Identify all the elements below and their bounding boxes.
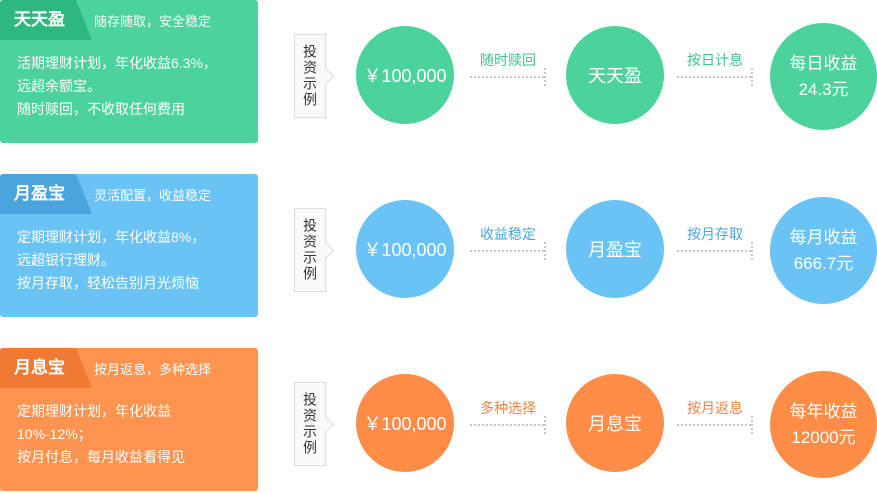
product-description: 定期理财计划，年化收益8%， 远超银行理财。 按月存取，轻松告别月光烦恼	[17, 226, 249, 295]
description-line: 10%-12%；	[17, 426, 92, 442]
product-circle-label: 月盈宝	[588, 240, 642, 260]
flow-step-2: 按月存取	[675, 224, 755, 264]
amount-circle: ￥100,000	[356, 200, 454, 298]
product-row-tiantianying: 天天盈 随存随取，安全稳定 活期理财计划，年化收益6.3%， 远超余额宝。 随时…	[0, 0, 877, 145]
description-line: 定期理财计划，年化收益	[17, 403, 171, 419]
description-line: 随时赎回，不收取任何费用	[17, 101, 185, 117]
dotted-connector-end	[751, 68, 753, 86]
product-name: 月盈宝	[0, 174, 92, 214]
product-slogan: 随存随取，安全稳定	[94, 14, 212, 29]
description-line: 按月付息，每月收益看得见	[17, 449, 185, 465]
description-line: 定期理财计划，年化收益8%，	[17, 229, 206, 245]
investment-example-text: 投资示例	[302, 392, 318, 456]
description-line: 远超银行理财。	[17, 252, 115, 268]
result-value: 12000元	[791, 427, 856, 447]
dotted-connector	[470, 76, 544, 78]
dotted-connector	[677, 424, 751, 426]
amount-circle: ￥100,000	[356, 374, 454, 472]
product-name: 天天盈	[0, 0, 92, 40]
dotted-connector-end	[544, 242, 546, 260]
card-header: 月盈宝 灵活配置，收益稳定	[0, 174, 258, 214]
product-circle: 月息宝	[566, 374, 664, 472]
result-label: 每月收益	[789, 227, 858, 247]
amount-value: ￥100,000	[363, 240, 447, 260]
amount-circle: ￥100,000	[356, 26, 454, 124]
dotted-connector-end	[751, 242, 753, 260]
product-description: 活期理财计划，年化收益6.3%， 远超余额宝。 随时赎回，不收取任何费用	[17, 52, 249, 121]
dotted-connector	[677, 76, 751, 78]
description-line: 按月存取，轻松告别月光烦恼	[17, 275, 199, 291]
result-circle: 每日收益 24.3元	[770, 23, 877, 130]
dotted-connector-end	[751, 416, 753, 434]
investment-example-label: 投资示例	[294, 34, 335, 118]
dotted-connector	[470, 424, 544, 426]
product-circle: 天天盈	[566, 26, 664, 124]
product-circle-label: 天天盈	[588, 66, 642, 86]
result-value: 666.7元	[793, 253, 854, 273]
amount-value: ￥100,000	[363, 66, 447, 86]
result-label: 每日收益	[789, 53, 858, 73]
flow-step-label: 按日计息	[687, 52, 743, 68]
product-card[interactable]: 月息宝 按月返息，多种选择 定期理财计划，年化收益 10%-12%； 按月付息，…	[0, 348, 258, 491]
flow-step-2: 按日计息	[675, 50, 755, 90]
card-header: 月息宝 按月返息，多种选择	[0, 348, 258, 388]
flow-step-label: 收益稳定	[480, 226, 536, 242]
dotted-connector-end	[544, 68, 546, 86]
result-value: 24.3元	[798, 79, 849, 99]
dotted-connector-end	[544, 416, 546, 434]
investment-example-text: 投资示例	[302, 44, 318, 108]
flow-step-label: 按月存取	[687, 226, 743, 242]
result-circle: 每年收益 12000元	[770, 371, 877, 478]
product-card[interactable]: 天天盈 随存随取，安全稳定 活期理财计划，年化收益6.3%， 远超余额宝。 随时…	[0, 0, 258, 143]
flow-step-label: 随时赎回	[480, 52, 536, 68]
amount-value: ￥100,000	[363, 414, 447, 434]
product-circle-label: 月息宝	[588, 414, 642, 434]
product-row-yueyingbao: 月盈宝 灵活配置，收益稳定 定期理财计划，年化收益8%， 远超银行理财。 按月存…	[0, 174, 877, 319]
flow-step-label: 按月返息	[687, 400, 743, 416]
dotted-connector	[470, 250, 544, 252]
result-label: 每年收益	[789, 401, 858, 421]
product-card[interactable]: 月盈宝 灵活配置，收益稳定 定期理财计划，年化收益8%， 远超银行理财。 按月存…	[0, 174, 258, 317]
flow-step-label: 多种选择	[480, 400, 536, 416]
flow-step-2: 按月返息	[675, 398, 755, 438]
dotted-connector	[677, 250, 751, 252]
product-description: 定期理财计划，年化收益 10%-12%； 按月付息，每月收益看得见	[17, 400, 249, 469]
flow-step-1: 多种选择	[468, 398, 548, 438]
card-header: 天天盈 随存随取，安全稳定	[0, 0, 258, 40]
flow-step-1: 随时赎回	[468, 50, 548, 90]
investment-example-label: 投资示例	[294, 208, 335, 292]
description-line: 活期理财计划，年化收益6.3%，	[17, 55, 217, 71]
product-row-yuexibao: 月息宝 按月返息，多种选择 定期理财计划，年化收益 10%-12%； 按月付息，…	[0, 348, 877, 493]
investment-example-label: 投资示例	[294, 382, 335, 466]
flow-step-1: 收益稳定	[468, 224, 548, 264]
product-slogan: 按月返息，多种选择	[94, 362, 212, 377]
product-slogan: 灵活配置，收益稳定	[94, 188, 212, 203]
product-name: 月息宝	[0, 348, 92, 388]
investment-example-text: 投资示例	[302, 218, 318, 282]
result-circle: 每月收益 666.7元	[770, 197, 877, 304]
product-circle: 月盈宝	[566, 200, 664, 298]
description-line: 远超余额宝。	[17, 78, 101, 94]
